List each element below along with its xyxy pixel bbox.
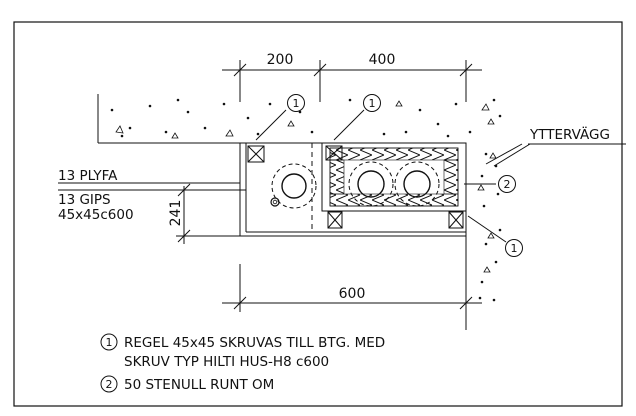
note-2-line-1: 50 STENULL RUNT OM: [124, 377, 274, 393]
marker-1-bottom-right-text: 1: [511, 242, 518, 255]
marker-1-bottom-right: 1: [505, 239, 523, 257]
dimension-lines: [176, 60, 482, 312]
notes: 1 REGEL 45x45 SKRUVAS TILL BTG. MED SKRU…: [100, 333, 385, 393]
studs: [247, 145, 464, 229]
insulation-box: [321, 142, 467, 212]
marker-1-top-left: 1: [287, 94, 305, 112]
note-2-marker-circle: [100, 375, 118, 393]
note-2-marker: 2: [106, 378, 113, 391]
concrete-hatch: [110, 98, 502, 302]
label-yttervagg: YTTERVÄGG: [529, 125, 610, 143]
label-plyfa: 13 PLYFA: [58, 168, 118, 184]
marker-2-right-text: 2: [504, 178, 511, 191]
marker-1-top-center: 1: [363, 94, 381, 112]
marker-1-top-center-text: 1: [369, 97, 376, 110]
note-1-line-2: SKRUV TYP HILTI HUS-H8 c600: [124, 354, 329, 370]
label-regel: 45x45c600: [58, 207, 134, 223]
label-gips: 13 GIPS: [58, 192, 111, 208]
dimension-241: 241: [168, 200, 184, 227]
dimension-600: 600: [339, 286, 366, 302]
leader-lines: [58, 109, 531, 243]
pipes: [271, 161, 440, 209]
marker-1-top-left-text: 1: [293, 97, 300, 110]
dimension-texts: 200 400 600 241: [168, 52, 395, 302]
material-labels: YTTERVÄGG 13 PLYFA 13 GIPS 45x45c600: [58, 125, 610, 223]
dimension-400: 400: [369, 52, 396, 68]
note-1-line-1: REGEL 45x45 SKRUVAS TILL BTG. MED: [124, 335, 385, 351]
drawing-frame: [13, 21, 623, 407]
note-1-marker-circle: [100, 333, 118, 351]
marker-2-right: 2: [498, 175, 516, 193]
dimension-200: 200: [267, 52, 294, 68]
note-1-marker: 1: [106, 336, 113, 349]
